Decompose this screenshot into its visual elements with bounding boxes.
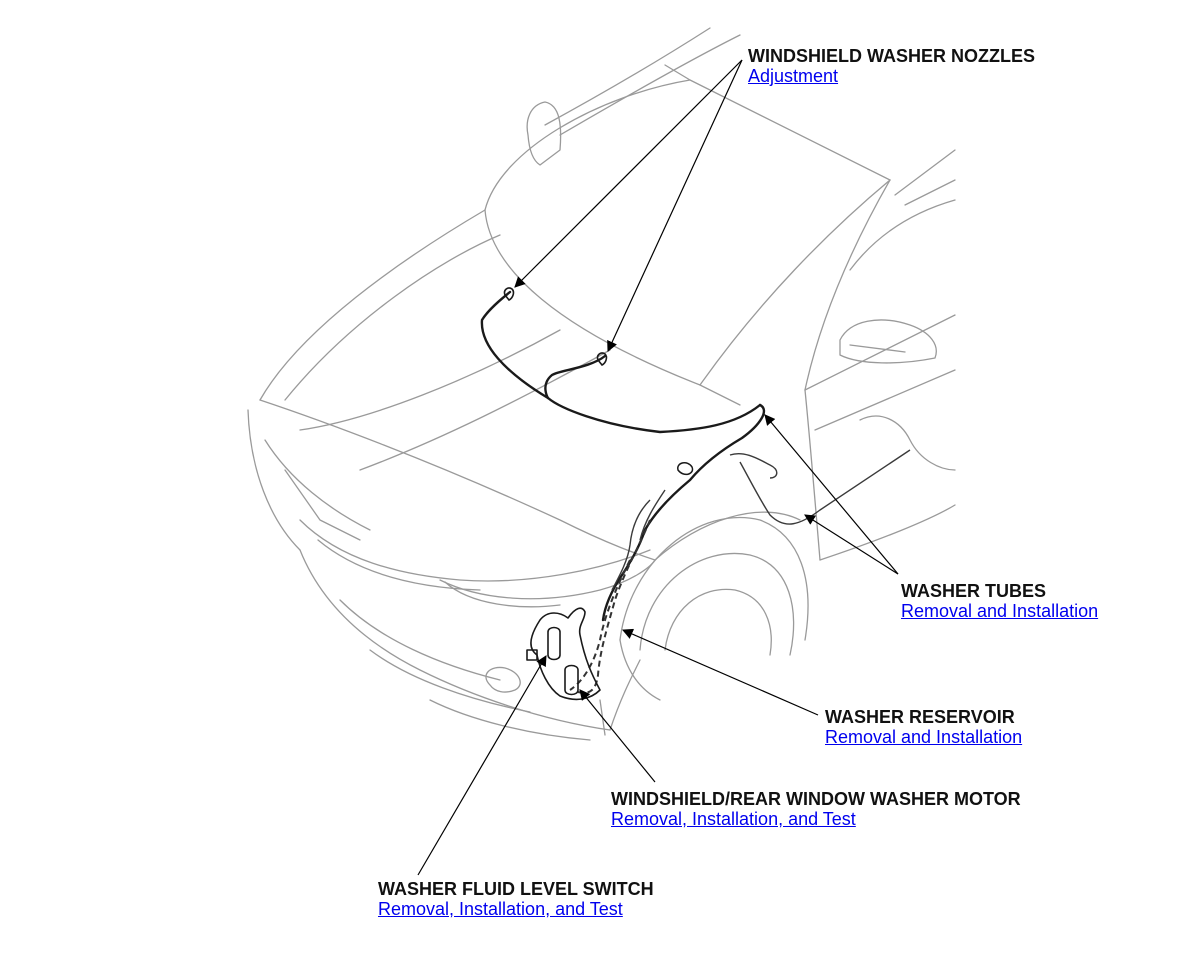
callout-title: WASHER TUBES: [901, 581, 1047, 601]
callout-windshield-washer-nozzles: WINDSHIELD WASHER NOZZLES Adjustment: [748, 46, 1035, 88]
reservoir-dashed-outline: [569, 519, 651, 694]
leader-nozzle-left: [514, 59, 743, 288]
callout-washer-reservoir: WASHER RESERVOIR Removal and Installatio…: [825, 707, 1022, 749]
callout-title: WINDSHIELD WASHER NOZZLES: [748, 46, 1035, 66]
leader-tube-upper: [764, 414, 899, 575]
tube-fitting: [677, 462, 694, 476]
callout-washer-motor: WINDSHIELD/REAR WINDOW WASHER MOTOR Remo…: [611, 789, 1021, 831]
washer-tubes-removal-link[interactable]: Removal and Installation: [901, 601, 1099, 621]
washer-reservoir-body: [526, 607, 601, 701]
leader-level-switch: [417, 655, 547, 876]
callout-washer-tubes: WASHER TUBES Removal and Installation: [901, 581, 1098, 623]
washer-nozzle-left: [503, 287, 515, 302]
callout-title: WINDSHIELD/REAR WINDOW WASHER MOTOR: [611, 789, 1021, 809]
washer-motor-removal-test-link[interactable]: Removal, Installation, and Test: [611, 809, 856, 829]
washer-tube-secondary: [611, 449, 911, 591]
vehicle-body-outline: [247, 27, 956, 741]
callout-washer-fluid-level-switch: WASHER FLUID LEVEL SWITCH Removal, Insta…: [378, 879, 654, 921]
leader-lines: [417, 59, 899, 876]
level-switch-removal-test-link[interactable]: Removal, Installation, and Test: [378, 899, 623, 919]
adjustment-link[interactable]: Adjustment: [748, 66, 839, 86]
callout-title: WASHER FLUID LEVEL SWITCH: [378, 879, 654, 899]
leader-motor: [579, 689, 656, 783]
leader-reservoir: [622, 628, 819, 716]
washer-reservoir-removal-link[interactable]: Removal and Installation: [825, 727, 1023, 747]
washer-nozzle-right: [596, 352, 608, 367]
leader-tube-lower: [804, 514, 899, 575]
leader-nozzle-right: [607, 59, 743, 352]
callout-title: WASHER RESERVOIR: [825, 707, 1015, 727]
washer-tube-routing: [480, 290, 766, 622]
